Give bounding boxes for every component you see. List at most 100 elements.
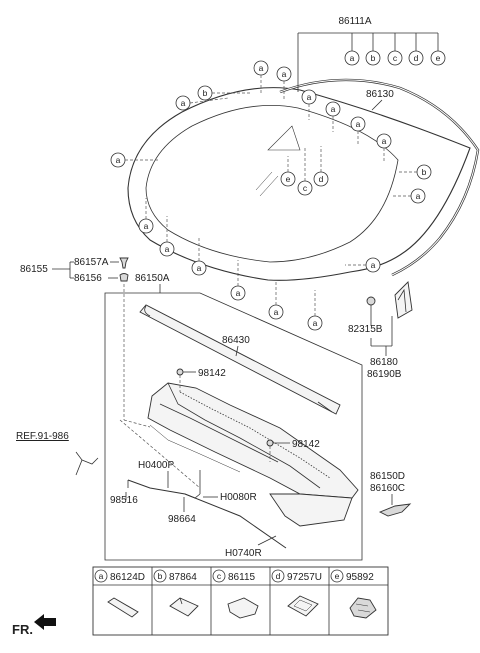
legend-cell-e: e 95892: [330, 569, 377, 619]
svg-text:d: d: [276, 571, 281, 581]
windshield-glass: [127, 87, 471, 281]
svg-text:a: a: [331, 104, 336, 114]
svg-text:d: d: [414, 53, 419, 63]
hose-guide-line: [119, 419, 201, 489]
side-garnish: 82315B 86180 86190B: [348, 281, 413, 380]
marker-a: a: [268, 280, 284, 320]
screw-part-number: 98142: [292, 439, 320, 450]
svg-text:a: a: [99, 571, 104, 581]
screw-98142-upper: 98142: [176, 368, 226, 392]
svg-text:a: a: [116, 155, 121, 165]
marker-a: a: [376, 133, 392, 162]
extension-left-part-number: 86150D: [370, 471, 405, 482]
svg-text:b: b: [422, 167, 427, 177]
callout-letter-d: d: [408, 50, 424, 66]
svg-text:b: b: [371, 53, 376, 63]
marker-a: a: [350, 116, 366, 146]
cowl-assembly-box: 86150A: [104, 273, 363, 561]
parts-legend-table: a 86124D b 87864 c 86115 d 97257U e: [92, 566, 389, 636]
svg-text:a: a: [307, 92, 312, 102]
svg-text:a: a: [274, 307, 279, 317]
marker-b: b: [197, 85, 250, 101]
hose-part-number: H0740R: [225, 548, 262, 559]
svg-text:a: a: [144, 221, 149, 231]
marker-b: b: [398, 164, 432, 180]
retainer-group-part-number: 86155: [20, 264, 48, 275]
callout-letter-c: c: [387, 50, 403, 66]
svg-text:a: a: [356, 119, 361, 129]
svg-text:b: b: [203, 88, 208, 98]
svg-text:d: d: [319, 174, 324, 184]
front-arrow-icon: [34, 614, 56, 630]
reference-label: REF.91-986: [16, 431, 69, 442]
marker-e: e: [280, 156, 296, 187]
svg-text:a: a: [350, 53, 355, 63]
marker-a: a: [345, 257, 381, 273]
cowl-weatherstrip: 86430: [139, 304, 341, 415]
marker-a: a: [276, 66, 292, 100]
hose-part-number: H0080R: [220, 492, 257, 503]
glass-fastener-markers: a a b a a a a a e c d a b a a a a a a a …: [110, 60, 432, 331]
windshield-callout-group: 86111A a b c d e: [297, 16, 446, 92]
callout-letter-a: a: [344, 50, 360, 66]
marker-a: a: [110, 152, 158, 168]
garnish-left-part-number: 86180: [370, 357, 398, 368]
sensor-pad-icon: [287, 595, 319, 617]
svg-text:a: a: [259, 63, 264, 73]
svg-text:a: a: [236, 288, 241, 298]
svg-text:c: c: [217, 571, 222, 581]
legend-part-number: 86124D: [110, 572, 145, 583]
svg-text:e: e: [286, 174, 291, 184]
marker-d: d: [313, 146, 329, 187]
hose-part-number: H0400P: [138, 460, 174, 471]
marker-a: a: [392, 188, 426, 204]
legend-part-number: 97257U: [287, 572, 322, 583]
legend-cell-a: a 86124D: [94, 569, 145, 618]
front-direction-indicator: FR.: [12, 614, 56, 637]
svg-text:a: a: [313, 318, 318, 328]
retainer-a-part-number: 86157A: [74, 257, 109, 268]
cover-icon: [227, 597, 259, 619]
windshield-moulding: [279, 78, 480, 277]
svg-text:e: e: [335, 571, 340, 581]
front-direction-label: FR.: [12, 622, 33, 637]
marker-a: a: [191, 238, 207, 276]
marker-a: a: [138, 198, 154, 234]
retainer-clip-icon: [119, 257, 129, 269]
marker-a: a: [230, 260, 246, 301]
marker-a: a: [307, 290, 323, 331]
marker-a: a: [159, 216, 175, 257]
svg-text:b: b: [158, 571, 163, 581]
screw-98142-lower: 98142: [266, 439, 320, 462]
svg-text:a: a: [197, 263, 202, 273]
svg-text:c: c: [303, 183, 308, 193]
extension-right-part-number: 86160C: [370, 483, 405, 494]
svg-text:a: a: [165, 244, 170, 254]
svg-text:a: a: [181, 98, 186, 108]
legend-cell-c: c 86115: [212, 569, 259, 619]
retainer-grommet-icon: [119, 273, 129, 282]
clip-part-number: 82315B: [348, 324, 383, 335]
reference-callout: REF.91-986: [16, 431, 99, 476]
screw-part-number: 98142: [198, 368, 226, 379]
svg-text:c: c: [393, 53, 398, 63]
legend-cell-b: b 87864: [153, 569, 199, 617]
svg-text:e: e: [436, 53, 441, 63]
nozzle-part-number: 98516: [110, 495, 138, 506]
bracket-icon: [169, 597, 199, 617]
marker-c: c: [297, 148, 313, 196]
svg-text:a: a: [371, 260, 376, 270]
svg-text:a: a: [416, 191, 421, 201]
cowl-extension: 86150D 86160C: [370, 471, 412, 517]
moulding-part-number: 86130: [366, 89, 394, 100]
pad-icon: [107, 597, 139, 618]
legend-part-number: 95892: [346, 572, 374, 583]
callout-letter-e: e: [430, 50, 446, 66]
retainer-callout-group: 86155 86157A 86156: [20, 257, 129, 284]
windshield-part-number: 86111A: [339, 16, 372, 27]
legend-part-number: 86115: [228, 572, 256, 583]
cowl-assy-part-number: 86150A: [135, 273, 170, 284]
retainer-b-part-number: 86156: [74, 273, 102, 284]
garnish-right-part-number: 86190B: [367, 369, 402, 380]
